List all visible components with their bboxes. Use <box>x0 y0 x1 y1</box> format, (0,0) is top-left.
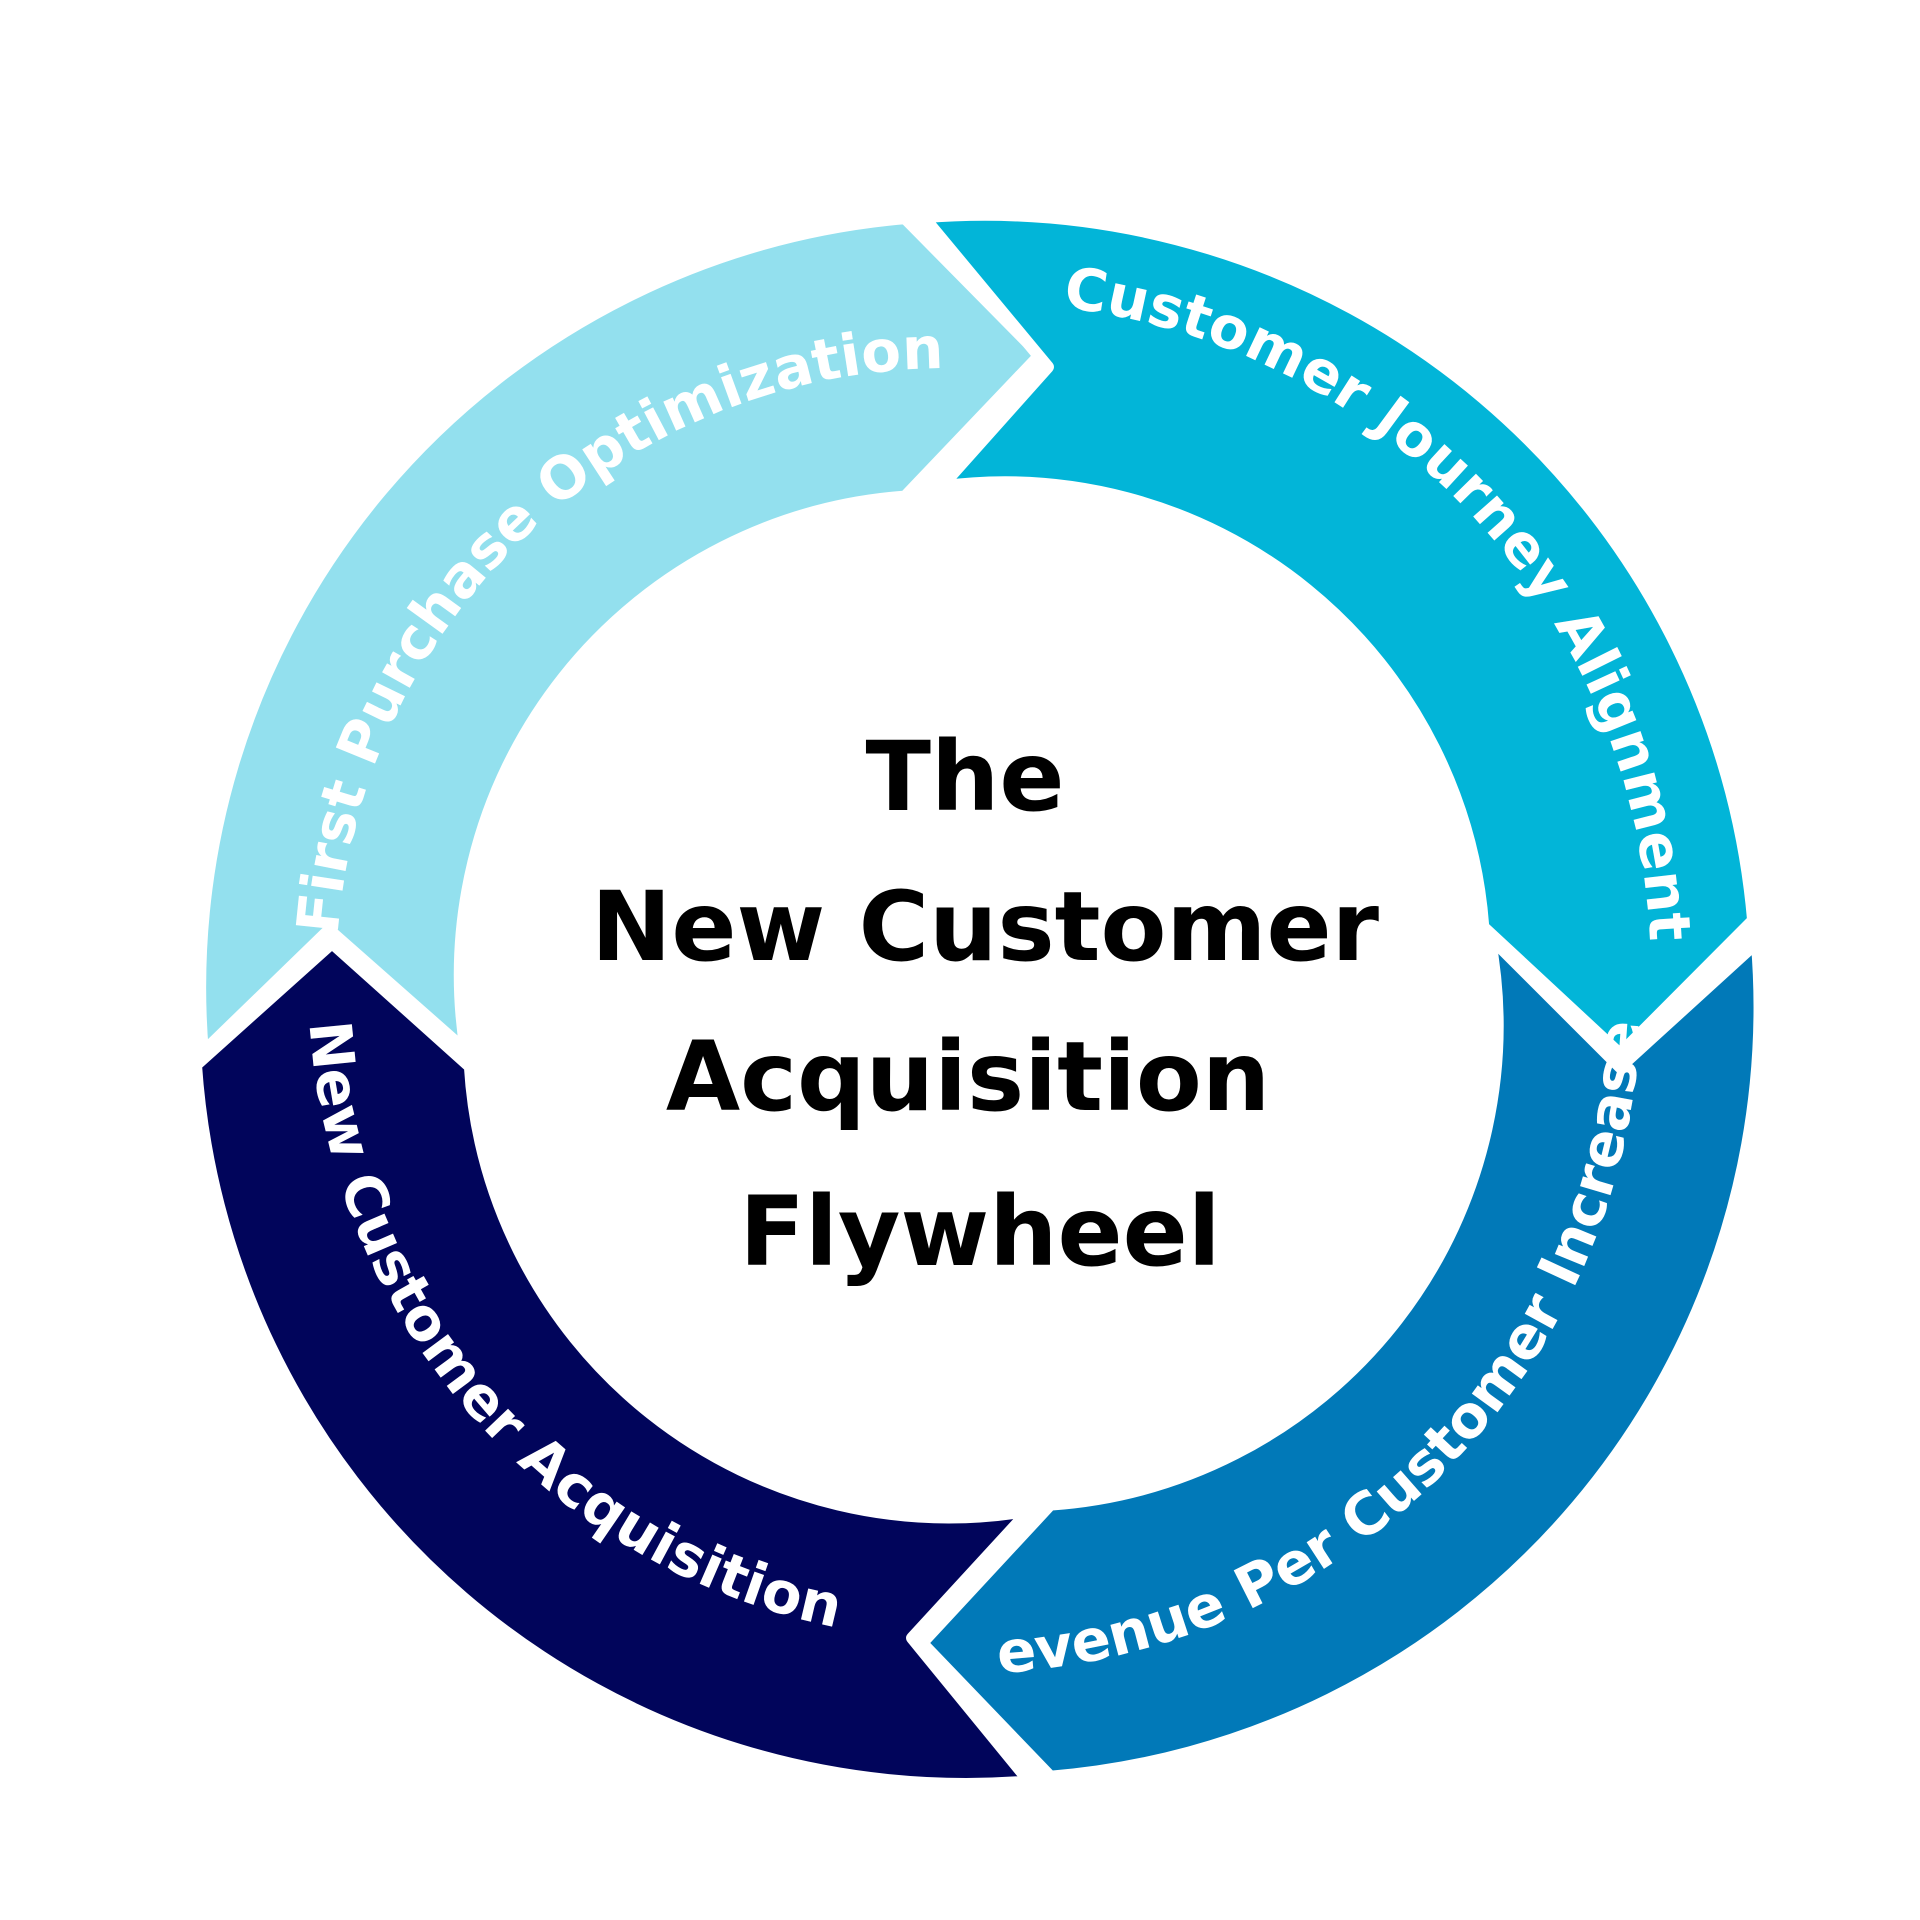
center-title-line-2: New Customer <box>591 871 1379 983</box>
center-title-line-1: The <box>866 721 1065 833</box>
center-title: The New Customer Acquisition Flywheel <box>591 721 1379 1288</box>
segment-new-customer-acquisition <box>190 937 1036 1790</box>
center-title-line-4: Flywheel <box>739 1176 1220 1288</box>
center-title-line-3: Acquisition <box>666 1021 1270 1133</box>
ring-segments <box>190 208 1766 1790</box>
segment-revenue-per-customer-increases <box>916 930 1766 1783</box>
segment-first-purchase-optimization <box>194 212 1046 1059</box>
segment-customer-journey-alignment <box>917 208 1760 1060</box>
